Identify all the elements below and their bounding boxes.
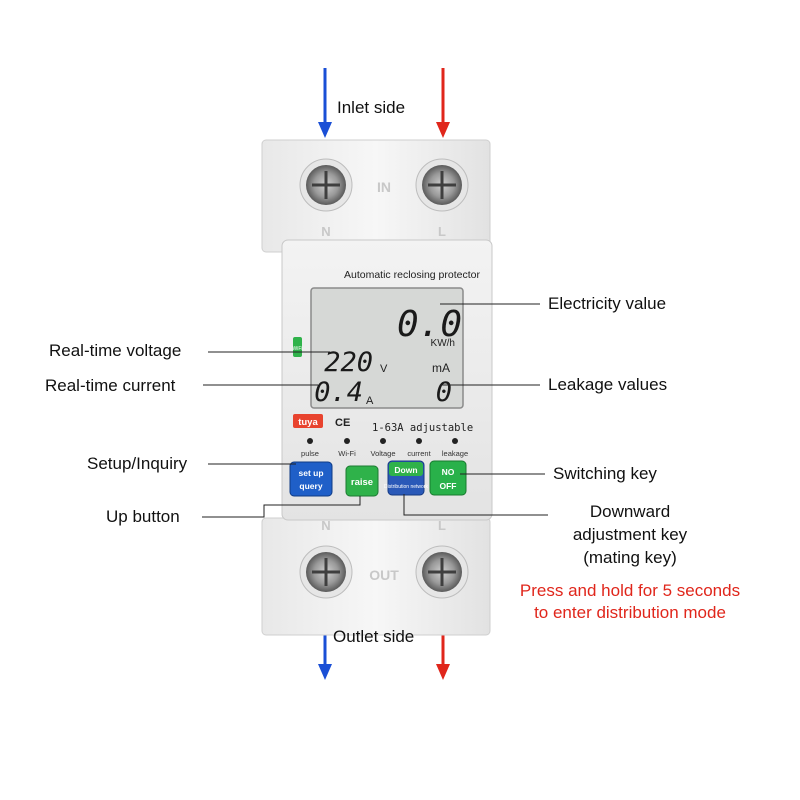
note-line: Press and hold for 5 seconds	[519, 581, 741, 600]
setup-inquiry-label: Setup/Inquiry	[87, 454, 188, 473]
indicator-label: pulse	[301, 449, 319, 458]
device-title: Automatic reclosing protector	[344, 269, 480, 281]
indicator-label: Voltage	[370, 449, 395, 458]
pulse-indicator-dot	[307, 438, 313, 444]
in-mark: IN	[377, 179, 391, 195]
downward-key-line: Downward	[589, 502, 671, 521]
tuya-logo	[293, 414, 323, 428]
wifi-mark: WiFi	[293, 346, 303, 352]
distribution-network-label: Distribution network	[384, 484, 428, 490]
realtime-voltage-label: Real-time voltage	[49, 341, 182, 360]
downward-key-label: Downward adjustment key (mating key)	[540, 500, 720, 569]
switching-key-label: Switching key	[553, 464, 657, 483]
outlet-side-label: Outlet side	[333, 627, 415, 646]
indicator-label: leakage	[442, 449, 468, 458]
lower-right-screw-icon	[415, 545, 469, 599]
raise-button-label: raise	[351, 477, 373, 488]
down-button[interactable]: Down Distribution network	[384, 460, 428, 496]
current-value: 0.4	[314, 377, 363, 408]
current-unit: A	[366, 395, 374, 407]
rating-label: 1-63A adjustable	[372, 422, 473, 434]
setup-query-button[interactable]: set up query	[289, 461, 333, 497]
energy-unit: KW/h	[431, 338, 455, 349]
query-button-label: query	[299, 481, 322, 491]
indicator-label: Wi-Fi	[338, 449, 356, 458]
distribution-mode-note: Press and hold for 5 seconds to enter di…	[490, 580, 770, 624]
up-button-leader-line	[202, 496, 361, 518]
upper-right-screw-icon	[415, 158, 469, 212]
upper-l-mark: L	[438, 224, 446, 239]
lower-l-mark: L	[438, 518, 446, 533]
no-button-label: NO	[442, 467, 455, 477]
current-indicator-dot	[416, 438, 422, 444]
lower-left-screw-icon	[299, 545, 353, 599]
leakage-values-label: Leakage values	[548, 375, 668, 394]
energy-value: 0.0	[397, 304, 462, 345]
down-key-leader-line	[403, 494, 548, 516]
ce-mark: CE	[335, 417, 350, 429]
setup-button-label: set up	[298, 468, 323, 478]
voltage-unit: V	[380, 363, 388, 375]
lower-n-mark: N	[321, 518, 330, 533]
downward-key-line: (mating key)	[583, 548, 677, 567]
out-mark: OUT	[369, 567, 399, 583]
inlet-side-label: Inlet side	[337, 98, 406, 117]
inlet-neutral-arrow	[318, 68, 332, 138]
upper-n-mark: N	[321, 224, 330, 239]
inlet-live-arrow	[436, 68, 450, 138]
lcd-screen	[310, 287, 464, 409]
electricity-value-label: Electricity value	[548, 294, 667, 313]
brand-text: tuya	[298, 417, 318, 428]
realtime-current-label: Real-time current	[45, 376, 176, 395]
note-line: to enter distribution mode	[534, 603, 726, 622]
leakage-indicator-dot	[452, 438, 458, 444]
off-button-label: OFF	[440, 481, 457, 491]
indicator-label: current	[407, 449, 431, 458]
up-button-label: Up button	[106, 507, 180, 526]
wifi-indicator-dot	[344, 438, 350, 444]
down-button-label: Down	[394, 465, 417, 475]
indicator-row: pulse Wi-Fi Voltage current leakage	[301, 438, 468, 458]
raise-button[interactable]: raise	[345, 465, 379, 497]
leakage-unit: mA	[432, 361, 450, 375]
voltage-value: 220	[324, 347, 373, 378]
upper-left-screw-icon	[299, 158, 353, 212]
switching-button[interactable]: NO OFF	[429, 460, 467, 496]
downward-key-line: adjustment key	[572, 525, 688, 544]
voltage-indicator-dot	[380, 438, 386, 444]
